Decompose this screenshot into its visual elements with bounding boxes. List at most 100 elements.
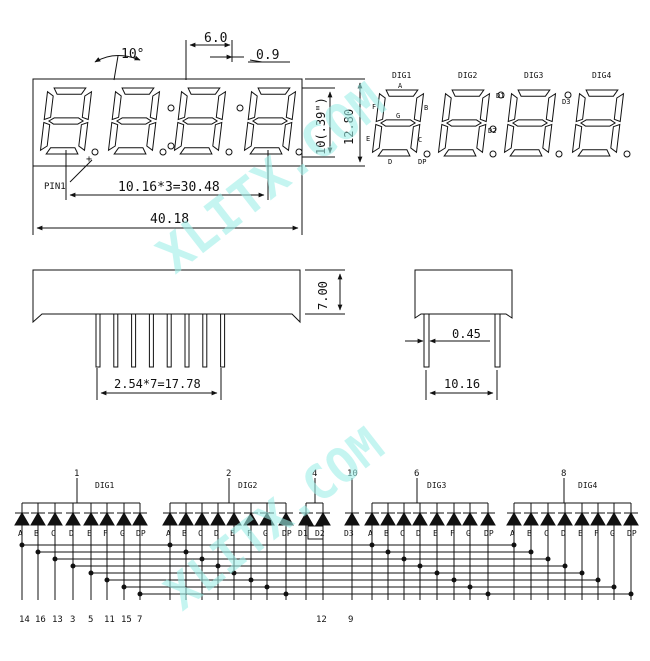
schematic-seg-label: E xyxy=(87,529,92,538)
front-digit-1-segment xyxy=(39,121,51,152)
diagram-digit-1-segment xyxy=(377,149,411,157)
schematic-bottom-pin: 11 xyxy=(104,615,115,625)
side-height-label: 7.00 xyxy=(316,281,330,310)
schematic-colon-label: D1 xyxy=(298,529,308,538)
front-digit-2-segment xyxy=(113,147,147,155)
schematic-seg-label: DP xyxy=(484,529,494,538)
colon-d1-label: D1 xyxy=(496,92,504,100)
diagram-digit-1-segment xyxy=(385,89,419,97)
junction-dot xyxy=(369,542,375,548)
front-digit-4-segment xyxy=(285,90,297,121)
schematic-seg-label: D xyxy=(69,529,74,538)
led-diode-icon xyxy=(178,512,194,526)
junction-dot xyxy=(167,542,173,548)
junction-dot xyxy=(121,584,127,590)
front-digit-2-segment xyxy=(121,87,155,95)
schematic-seg-label: A xyxy=(166,529,171,538)
schematic-seg-label: D xyxy=(214,529,219,538)
seg-c-label: C xyxy=(418,136,422,144)
diagram-digit-2-segment xyxy=(441,92,452,123)
diagram-digit-1-segment xyxy=(410,123,421,154)
junction-dot xyxy=(562,563,568,569)
schematic-group-label: DIG2 xyxy=(238,481,257,490)
schematic-seg-label: A xyxy=(18,529,23,538)
pin xyxy=(113,313,119,368)
pin xyxy=(202,313,208,368)
diagram-digit-3-segment xyxy=(517,89,551,97)
diagram-digit-4-segment xyxy=(575,92,586,123)
led-diode-icon xyxy=(116,512,132,526)
junction-dot xyxy=(628,591,634,597)
schematic-seg-label: B xyxy=(527,529,532,538)
junction-dot xyxy=(579,570,585,576)
led-diode-icon xyxy=(574,512,590,526)
front-digit-2-segment xyxy=(149,90,161,121)
junction-dot xyxy=(183,549,189,555)
angle-label: 10° xyxy=(121,47,144,62)
led-diode-icon xyxy=(623,512,639,526)
seg-dp-label: DP xyxy=(418,158,426,166)
schematic-seg-label: F xyxy=(594,529,599,538)
front-digit-4 xyxy=(243,87,303,156)
segment-diagram xyxy=(371,89,631,158)
junction-dot xyxy=(611,584,617,590)
pin xyxy=(131,313,137,368)
front-digit-3-segment xyxy=(215,90,227,121)
front-digit-2-segment xyxy=(107,121,119,152)
dig2-label: DIG2 xyxy=(458,71,477,80)
junction-dot xyxy=(485,591,491,597)
front-digit-4-segment xyxy=(251,117,289,125)
junction-dot xyxy=(283,591,289,597)
segment-width-label: 6.0 xyxy=(204,31,227,46)
schematic-seg-label: DP xyxy=(136,529,146,538)
diagram-digit-4-segment xyxy=(585,89,619,97)
display-body-front xyxy=(32,78,303,167)
diagram-digit-4-dp xyxy=(623,150,631,158)
schematic-seg-label: DP xyxy=(627,529,637,538)
colon-d2-label: D2 xyxy=(488,127,496,135)
diagram-digit-2-segment xyxy=(479,92,491,123)
led-diode-icon xyxy=(480,512,496,526)
outer-height-label: 12.80 xyxy=(342,109,356,145)
schematic-seg-label: F xyxy=(450,529,455,538)
schematic-seg-label: B xyxy=(34,529,39,538)
led-diode-icon xyxy=(194,512,210,526)
led-diode-icon xyxy=(99,512,115,526)
junction-dot xyxy=(401,556,407,562)
junction-dot xyxy=(231,570,237,576)
front-colon-dot xyxy=(236,104,244,112)
diagram-digit-4-segment xyxy=(579,119,617,127)
led-diode-icon xyxy=(462,512,478,526)
front-digit-1-segment xyxy=(53,87,87,95)
junction-dot xyxy=(248,577,254,583)
led-diode-icon xyxy=(446,512,462,526)
schematic-d2-pin: 12 xyxy=(316,615,327,625)
junction-dot xyxy=(215,563,221,569)
front-digit-4-segment xyxy=(282,121,293,152)
led-diode-icon xyxy=(429,512,445,526)
dig3-label: DIG3 xyxy=(524,71,543,80)
width-label: 40.18 xyxy=(150,212,189,227)
diagram-digit-3-segment xyxy=(507,92,518,123)
schematic-seg-label: A xyxy=(368,529,373,538)
schematic-seg-label: C xyxy=(51,529,56,538)
schematic xyxy=(14,478,639,600)
diagram-digit-4-segment xyxy=(577,149,611,157)
schematic-bottom-pin: 16 xyxy=(35,615,46,625)
diagram-digit-3-segment xyxy=(509,149,543,157)
front-digit-1-segment xyxy=(81,90,93,121)
schematic-common-pin: 6 xyxy=(414,469,419,479)
schematic-d3-bottom-pin: 9 xyxy=(348,615,353,625)
diagram-digit-2-dp xyxy=(489,150,497,158)
front-digit-2-segment xyxy=(146,121,157,152)
seg-b-label: B xyxy=(424,104,428,112)
watermark-bottom: XLITX.COM xyxy=(155,417,394,621)
schematic-seg-label: C xyxy=(544,529,549,538)
inner-height-label: 10(.39") xyxy=(314,97,328,155)
front-digit-4-segment xyxy=(247,90,258,121)
schematic-seg-label: B xyxy=(182,529,187,538)
junction-dot xyxy=(264,584,270,590)
schematic-seg-label: A xyxy=(510,529,515,538)
segment-stroke-label: 0.9 xyxy=(256,48,279,63)
